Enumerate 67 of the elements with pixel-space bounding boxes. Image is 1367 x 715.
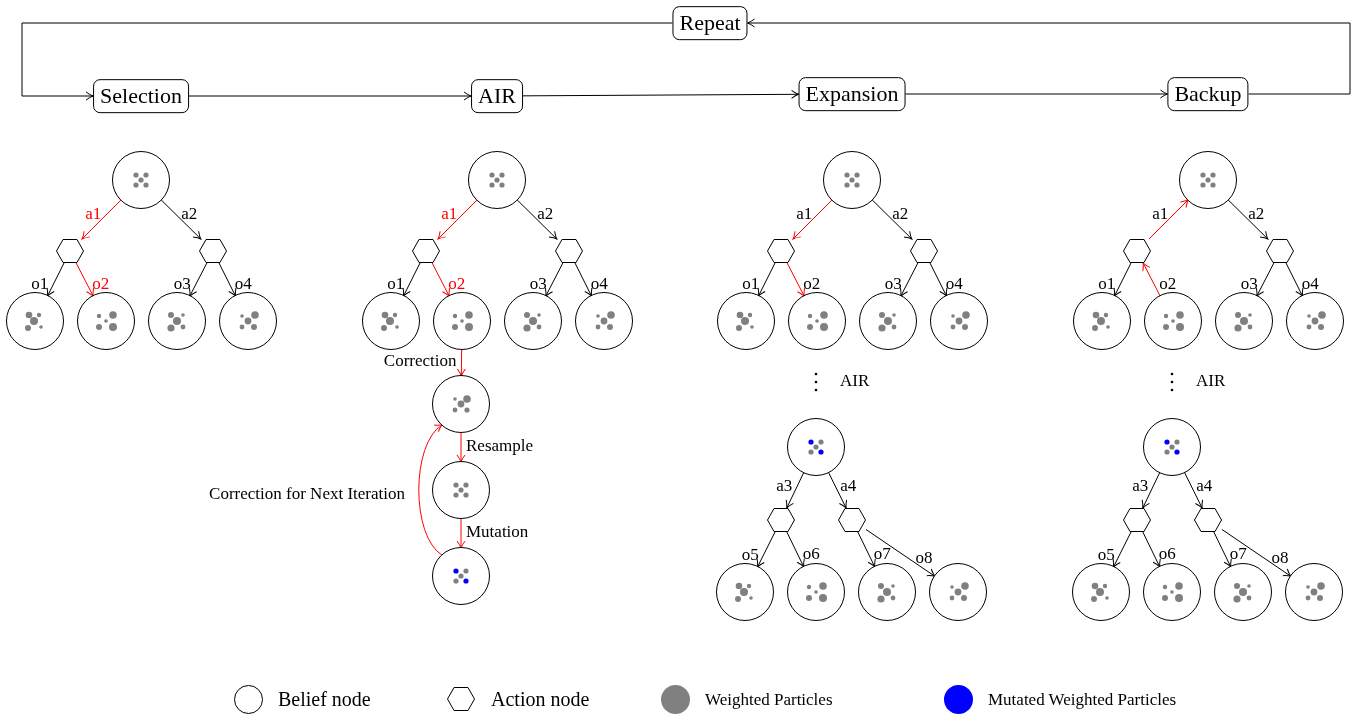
belief-node — [1179, 151, 1237, 209]
edge-label: o7 — [1229, 545, 1247, 562]
legend-label: Belief node — [278, 689, 371, 709]
edge-label: o3 — [173, 274, 191, 292]
action-hexagon — [1123, 239, 1151, 263]
action-hexagon — [1194, 508, 1222, 532]
edge-label: a4 — [840, 476, 857, 494]
edge-label: o1 — [1098, 274, 1116, 292]
edge-label: a3 — [776, 476, 793, 494]
action-hexagon — [412, 239, 440, 263]
edge-label: a3 — [1132, 476, 1149, 494]
edge-label: o8 — [915, 548, 933, 566]
edge-label: o6 — [802, 545, 820, 562]
edge-label: Resample — [466, 436, 534, 454]
edge-label: o2 — [1159, 274, 1177, 292]
edge-label: o1 — [387, 274, 405, 292]
step-box: Repeat — [672, 6, 748, 40]
edge-label: o5 — [741, 545, 759, 563]
step-note: AIR — [1196, 371, 1226, 389]
edge-label: a4 — [1196, 476, 1213, 494]
edge-label: a1 — [85, 204, 102, 222]
edge-label: o7 — [873, 545, 891, 562]
edge-label: a2 — [1248, 204, 1265, 222]
edge-label: a2 — [181, 204, 198, 222]
edge-label: o4 — [590, 274, 608, 292]
action-hexagon — [1266, 239, 1294, 263]
edge-label: o4 — [1301, 274, 1319, 292]
belief-node — [112, 151, 170, 209]
edge-label: a2 — [537, 204, 554, 222]
edge-label: o1 — [742, 274, 760, 292]
edge-label: a1 — [796, 204, 813, 222]
edge-label: Correction — [383, 351, 457, 369]
edge-label: o3 — [529, 274, 547, 292]
edge-label: o1 — [31, 274, 49, 292]
action-hexagon — [767, 239, 795, 263]
legend-label: Action node — [491, 689, 590, 709]
edge-label: Correction for Next Iteration — [209, 484, 405, 502]
edge-label: o6 — [1158, 545, 1176, 562]
edge-label: a2 — [892, 204, 909, 222]
step-note: AIR — [840, 371, 870, 389]
step-box: Backup — [1167, 77, 1249, 111]
action-hexagon — [767, 508, 795, 532]
edge-label: o3 — [1240, 274, 1258, 292]
legend-label: Weighted Particles — [705, 690, 833, 708]
belief-node — [468, 151, 526, 209]
step-box: Expansion — [798, 77, 906, 111]
edge-label: o2 — [803, 274, 821, 292]
edge-label: o2 — [448, 274, 466, 292]
edge-label: a1 — [441, 204, 458, 222]
edge-label: o2 — [92, 274, 110, 292]
step-box: AIR — [471, 79, 523, 113]
action-hexagon — [910, 239, 938, 263]
edge-label: o4 — [234, 274, 252, 292]
edge-label: a1 — [1152, 204, 1169, 222]
action-hexagon — [199, 239, 227, 263]
edge-label: o8 — [1271, 548, 1289, 566]
action-hexagon — [56, 239, 84, 263]
edge-label: o3 — [884, 274, 902, 292]
legend-label: Mutated Weighted Particles — [988, 690, 1177, 708]
belief-node — [823, 151, 881, 209]
edge-label: o5 — [1097, 545, 1115, 563]
action-hexagon — [1123, 508, 1151, 532]
action-hexagon — [555, 239, 583, 263]
edge-label: Mutation — [466, 522, 529, 540]
step-box: Selection — [93, 79, 189, 113]
action-hexagon — [838, 508, 866, 532]
edge-label: o4 — [945, 274, 963, 292]
